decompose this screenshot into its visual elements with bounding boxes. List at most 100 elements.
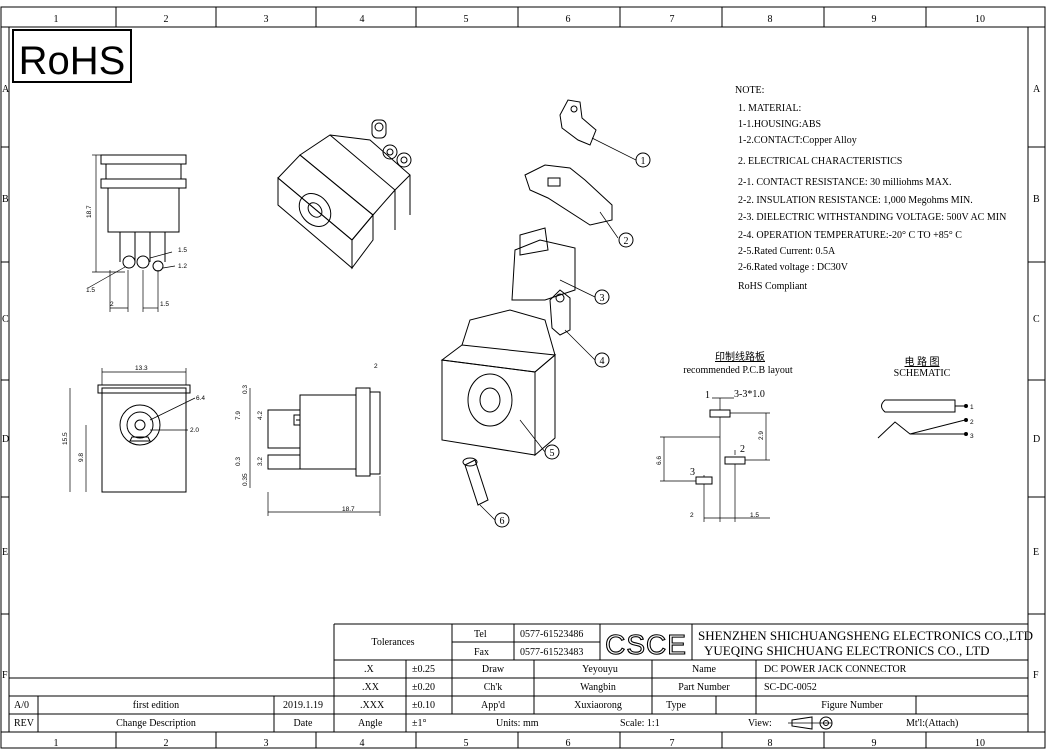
app-label: App'd <box>481 700 505 711</box>
column-label-bottom: 6 <box>566 738 571 749</box>
rohs-stamp-text: RoHS <box>19 39 126 83</box>
callout-bubble <box>594 352 610 368</box>
part-label: Part Number <box>678 682 730 693</box>
column-label-top: 2 <box>164 14 169 25</box>
draw-value: Yeyouyu <box>582 664 618 675</box>
app-value: Xuxiaorong <box>574 700 622 711</box>
rev-header-date: Date <box>294 718 313 729</box>
tol-x-label: .X <box>364 664 375 675</box>
schematic: 电 路 图 SCHEMATIC 1 2 3 <box>877 355 974 440</box>
rev-header-rev: REV <box>14 718 35 729</box>
schematic-title-cn: 电 路 图 <box>905 355 940 368</box>
company-name-2: YUEQING SHICHUANG ELECTRONICS CO., LTD <box>704 643 990 658</box>
column-label-top: 1 <box>54 14 59 25</box>
note-line: 1. MATERIAL: <box>738 103 801 114</box>
row-label-right: E <box>1033 547 1039 558</box>
side-view-drawing: 0.3 7.9 4.2 0.3 3.2 0.35 18.7 2 <box>235 363 381 516</box>
callout-bubble <box>544 444 560 460</box>
tel-value: 0577-61523486 <box>520 629 583 640</box>
schematic-pin-2: 2 <box>970 419 974 426</box>
projection-symbol-icon <box>788 716 833 730</box>
view-label: View: <box>748 718 772 729</box>
side-dim-upper: 7.9 <box>235 411 242 420</box>
row-label-left: A <box>2 84 10 95</box>
column-label-top: 4 <box>360 14 365 25</box>
tol-xxx-label: .XXX <box>360 700 385 711</box>
front-dim-center: 9.8 <box>78 453 85 462</box>
top-dim-height: 18.7 <box>86 205 93 218</box>
side-dim-length: 18.7 <box>342 506 355 513</box>
note-line: 2-2. INSULATION RESISTANCE: 1,000 Megohm… <box>738 195 973 206</box>
column-label-top: 7 <box>670 14 675 25</box>
callout-2: 2 <box>624 236 629 247</box>
tel-label: Tel <box>474 629 487 640</box>
exploded-view <box>440 99 637 521</box>
row-label-right: C <box>1033 314 1040 325</box>
chk-value: Wangbin <box>580 682 616 693</box>
row-ticks <box>1 146 1045 615</box>
top-dim-pin-a: 1.5 <box>178 247 187 254</box>
row-label-left: B <box>2 194 9 205</box>
schematic-pin-1: 1 <box>970 404 974 411</box>
row-label-left: C <box>2 314 9 325</box>
title-block: Tolerances .X ±0.25 .XX ±0.20 .XXX ±0.10… <box>9 623 1033 732</box>
note-line: 2-5.Rated Current: 0.5A <box>738 246 836 257</box>
tol-xxx-value: ±0.10 <box>412 700 435 711</box>
column-label-bottom: 7 <box>670 738 675 749</box>
column-label-bottom: 8 <box>768 738 773 749</box>
pcb-title-cn: 印制线路板 <box>715 350 765 363</box>
schematic-pin-3: 3 <box>970 433 974 440</box>
type-label: Type <box>666 700 686 711</box>
pcb-pin-2: 2 <box>740 444 745 455</box>
side-dim-flange: 2 <box>374 363 378 370</box>
column-label-top: 5 <box>464 14 469 25</box>
callout-bubble <box>594 289 610 305</box>
notes-heading: NOTE: <box>735 85 764 96</box>
assembled-jack-isometric <box>277 119 412 270</box>
row-label-right: A <box>1033 84 1041 95</box>
units-label: Units: mm <box>496 718 539 729</box>
side-dim-base: 0.35 <box>242 473 249 486</box>
pcb-pad-1 <box>709 409 731 418</box>
callout-bubble <box>635 152 651 168</box>
side-dim-mid: 4.2 <box>257 411 264 420</box>
column-label-top: 10 <box>975 14 985 25</box>
row-label-left: E <box>2 547 8 558</box>
note-line: 1-1.HOUSING:ABS <box>738 119 821 130</box>
tol-xx-label: .XX <box>362 682 380 693</box>
column-label-top: 8 <box>768 14 773 25</box>
front-dim-width: 13.3 <box>135 365 148 372</box>
top-view-drawing: 18.7 1.5 1.2 1.5 2 1.5 <box>86 154 187 312</box>
note-line: 2-3. DIELECTRIC WITHSTANDING VOLTAGE: 50… <box>738 212 1006 223</box>
front-dim-height: 15.5 <box>62 432 69 445</box>
row-label-left: F <box>2 670 8 681</box>
top-dim-pitch-b: 1.5 <box>160 301 169 308</box>
row-label-right: D <box>1033 434 1040 445</box>
note-line: 2-6.Rated voltage : DC30V <box>738 262 849 273</box>
pcb-pin-3: 3 <box>690 467 695 478</box>
column-label-bottom: 10 <box>975 738 985 749</box>
pcb-title-en: recommended P.C.B layout <box>683 365 793 376</box>
pcb-pin-1: 1 <box>705 390 710 401</box>
tol-xx-value: ±0.20 <box>412 682 435 693</box>
top-dim-pitch-a: 2 <box>110 301 114 308</box>
column-label-bottom: 4 <box>360 738 365 749</box>
pcb-pad-3 <box>695 476 713 485</box>
front-view-drawing: 13.3 15.5 9.8 6.4 2.0 <box>62 365 205 493</box>
pcb-layout: 印制线路板 recommended P.C.B layout 3-3*1.0 1… <box>656 350 793 522</box>
front-dim-bore: 6.4 <box>196 395 205 402</box>
note-line: 1-2.CONTACT:Copper Alloy <box>738 135 857 146</box>
rohs-stamp: RoHS <box>12 29 132 83</box>
callout-bubble <box>618 232 634 248</box>
pcb-dim-pitch-a: 2 <box>690 512 694 519</box>
notes-block: NOTE: 1. MATERIAL: 1-1.HOUSING:ABS 1-2.CON… <box>735 85 1006 292</box>
note-line: RoHS Compliant <box>738 281 807 292</box>
note-line: 2. ELECTRICAL CHARACTERISTICS <box>738 156 902 167</box>
tol-angle-value: ±1° <box>412 718 427 729</box>
tol-angle-label: Angle <box>358 718 383 729</box>
rev-row-rev: A/0 <box>14 700 29 711</box>
column-label-bottom: 2 <box>164 738 169 749</box>
